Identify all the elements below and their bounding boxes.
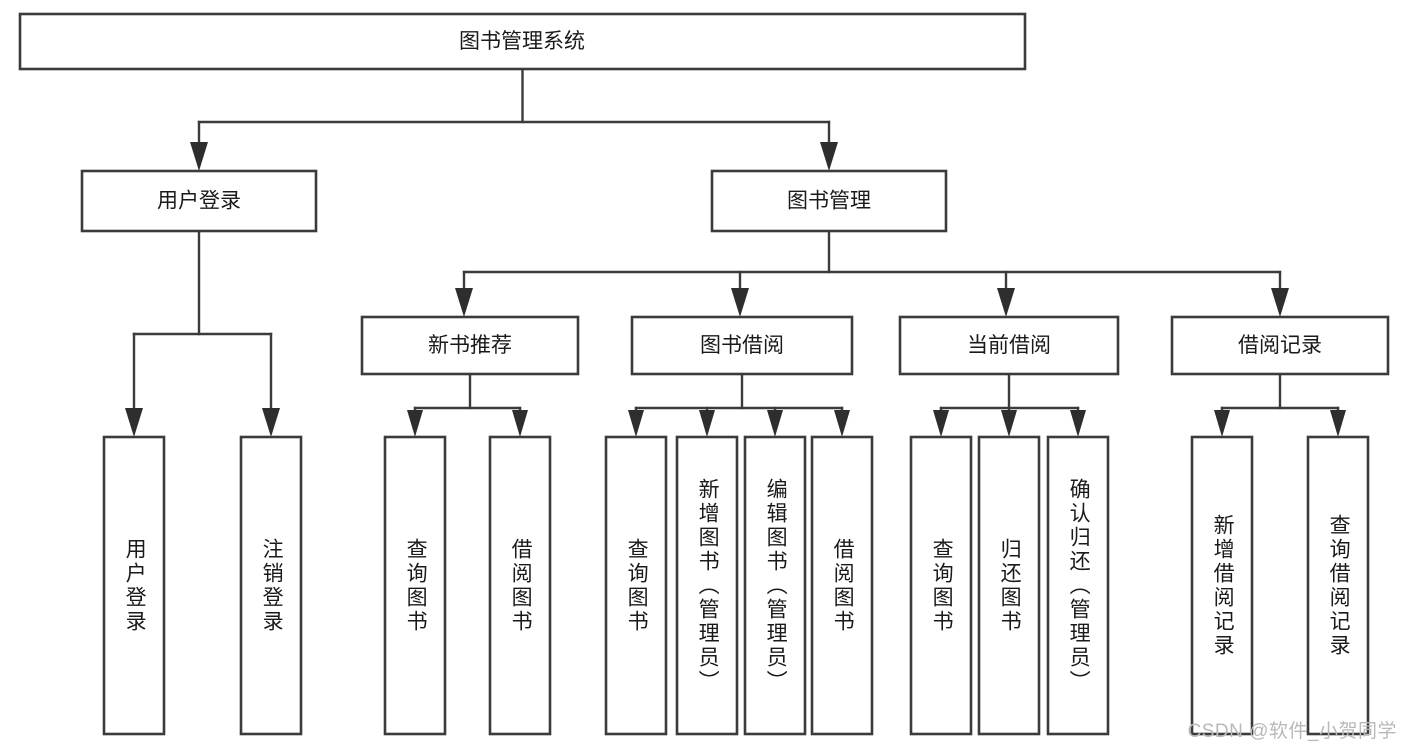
leaf-box-book-borrow-0[interactable]	[604, 435, 668, 736]
connector-group-book-borrow	[628, 372, 850, 437]
leaf-box-user-login-1[interactable]	[239, 435, 303, 736]
arrow-head-leaf-borrow-record-1	[1330, 410, 1346, 437]
node-user-login[interactable]: 用户登录	[80, 169, 318, 233]
arrow-head-leaf-new-book-0	[407, 410, 423, 437]
node-book-borrow-box[interactable]	[630, 315, 854, 376]
connector-group-new-book	[407, 372, 528, 437]
arrow-head-leaf-current-borrow-0	[933, 410, 949, 437]
node-root-system-label: 图书管理系统	[459, 30, 585, 53]
arrow-head-leaf-book-borrow-1	[699, 410, 715, 437]
node-root-system[interactable]: 图书管理系统	[18, 12, 1027, 71]
node-borrow-record-box[interactable]	[1170, 315, 1390, 376]
node-root-system-box[interactable]	[18, 12, 1027, 71]
arrow-head-leaf-book-borrow-3	[834, 410, 850, 437]
node-user-login-label: 用户登录	[157, 190, 241, 213]
leaf-box-borrow-record-1[interactable]	[1306, 435, 1370, 736]
csdn-watermark: CSDN @软件_小贺同学	[1187, 721, 1397, 742]
leaf-box-current-borrow-0[interactable]	[909, 435, 973, 736]
leaf-box-current-borrow-2[interactable]	[1046, 435, 1110, 736]
leaf-box-new-book-1[interactable]	[488, 435, 552, 736]
arrow-head-l3-book-borrow	[731, 288, 749, 317]
node-user-login-box[interactable]	[80, 169, 318, 233]
arrow-head-leaf-new-book-1	[512, 410, 528, 437]
leaf-box-borrow-record-0[interactable]	[1190, 435, 1254, 736]
arrow-head-l3-new-book	[455, 288, 473, 317]
node-new-book-recommend-box[interactable]	[360, 315, 580, 376]
arrow-head-leaf-book-borrow-2	[767, 410, 783, 437]
node-new-book-recommend-label: 新书推荐	[428, 334, 512, 357]
node-borrow-record-label: 借阅记录	[1238, 334, 1322, 357]
node-current-borrow[interactable]: 当前借阅	[898, 315, 1120, 376]
node-book-management-box[interactable]	[710, 169, 948, 233]
node-book-management[interactable]: 图书管理	[710, 169, 948, 233]
connector-group-current-borrow	[933, 372, 1086, 437]
arrow-head-leaf-user-login-1	[262, 408, 280, 437]
node-book-borrow[interactable]: 图书借阅	[630, 315, 854, 376]
arrow-head-l3-current-borrow	[997, 288, 1015, 317]
node-book-management-label: 图书管理	[787, 190, 871, 213]
arrow-head-l3-borrow-record	[1271, 288, 1289, 317]
connector-group-root	[190, 67, 838, 171]
arrow-head-leaf-user-login-0	[125, 408, 143, 437]
arrow-head-user-login	[190, 142, 208, 171]
connector-group-book-mgmt	[455, 229, 1289, 317]
arrow-head-leaf-current-borrow-1	[1001, 410, 1017, 437]
connector-group-borrow-record	[1214, 372, 1346, 437]
leaf-box-new-book-0[interactable]	[383, 435, 447, 736]
leaf-box-book-borrow-1[interactable]	[675, 435, 739, 736]
arrow-head-leaf-current-borrow-2	[1070, 410, 1086, 437]
leaf-box-book-borrow-2[interactable]	[743, 435, 807, 736]
leaf-box-book-borrow-3[interactable]	[810, 435, 874, 736]
connector-group-user-login	[125, 229, 280, 437]
node-borrow-record[interactable]: 借阅记录	[1170, 315, 1390, 376]
arrow-head-leaf-book-borrow-0	[628, 410, 644, 437]
node-current-borrow-label: 当前借阅	[967, 334, 1051, 357]
node-new-book-recommend[interactable]: 新书推荐	[360, 315, 580, 376]
node-current-borrow-box[interactable]	[898, 315, 1120, 376]
arrow-head-leaf-borrow-record-0	[1214, 410, 1230, 437]
arrow-head-book-mgmt	[820, 142, 838, 171]
node-book-borrow-label: 图书借阅	[700, 334, 784, 357]
leaf-box-user-login-0[interactable]	[102, 435, 166, 736]
leaf-box-current-borrow-1[interactable]	[977, 435, 1041, 736]
